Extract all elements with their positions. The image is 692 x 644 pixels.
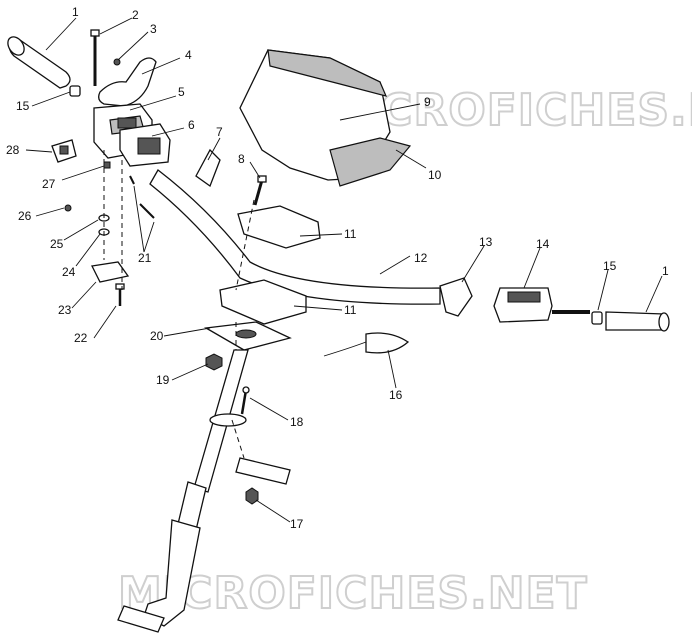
callout-11-lower: 11 [344,303,357,317]
callout-12: 12 [414,251,428,265]
leader-lines [25,17,663,523]
callout-10: 10 [428,168,442,182]
callout-18: 18 [290,415,304,429]
screw-22[interactable] [115,283,125,306]
lower-clamp[interactable] [219,279,307,325]
callout-24: 24 [62,265,76,279]
switch-housing[interactable] [119,123,171,167]
nut-17[interactable] [245,487,259,505]
kill-switch[interactable] [51,139,77,163]
callout-3: 3 [150,22,157,36]
callout-13: 13 [479,235,493,249]
assembly-line-center [235,199,255,291]
callout-9: 9 [424,95,431,109]
clamp-plate[interactable] [203,321,292,351]
callout-7: 7 [216,125,223,139]
callout-19: 19 [156,373,170,387]
callout-11-upper: 11 [344,227,357,241]
callout-2: 2 [132,8,139,22]
callout-25: 25 [50,237,64,251]
post-bracket [209,413,247,427]
callout-20: 20 [150,329,164,343]
callout-5: 5 [178,85,185,99]
callout-15-left: 15 [16,99,30,113]
watermark-bottom: MICROFICHES.NET [118,568,588,619]
callout-23: 23 [58,303,72,317]
handlebar[interactable] [149,169,441,305]
callout-4: 4 [185,48,192,62]
brake-bracket[interactable] [439,277,473,317]
callout-21: 21 [138,251,152,265]
clamp-screw[interactable] [253,175,267,206]
screw-18[interactable] [240,386,250,415]
spacer-tube[interactable] [235,457,291,485]
throttle-lever[interactable] [98,57,157,107]
nut-19[interactable] [205,353,223,371]
upper-clamp[interactable] [237,205,321,249]
screw-27[interactable] [103,161,111,169]
retaining-clip[interactable] [195,148,221,188]
callout-1: 1 [72,5,79,19]
callout-16: 16 [389,388,403,402]
callout-28: 28 [6,143,20,157]
heater-wire[interactable] [323,332,410,357]
callout-14: 14 [536,237,550,251]
callout-1-right: 1 [662,264,669,278]
left-end-plug[interactable] [69,85,81,97]
brake-housing[interactable] [493,287,590,323]
right-end-plug[interactable] [591,311,603,325]
callout-6: 6 [188,118,195,132]
callout-27: 27 [42,177,56,191]
screw-21[interactable] [129,175,155,219]
callout-8: 8 [238,152,245,166]
pad-backing[interactable] [329,137,412,187]
callout-15-right: 15 [603,259,617,273]
callout-17: 17 [290,517,304,531]
callout-22: 22 [74,331,88,345]
left-grip[interactable] [5,34,71,89]
right-grip[interactable] [605,311,670,332]
throttle-bolt[interactable] [90,29,100,86]
nut-small[interactable] [113,58,121,66]
nut-26[interactable] [64,204,72,212]
mount-plate-23[interactable] [91,261,130,283]
assembly-line-tube [231,419,245,459]
callout-26: 26 [18,209,32,223]
